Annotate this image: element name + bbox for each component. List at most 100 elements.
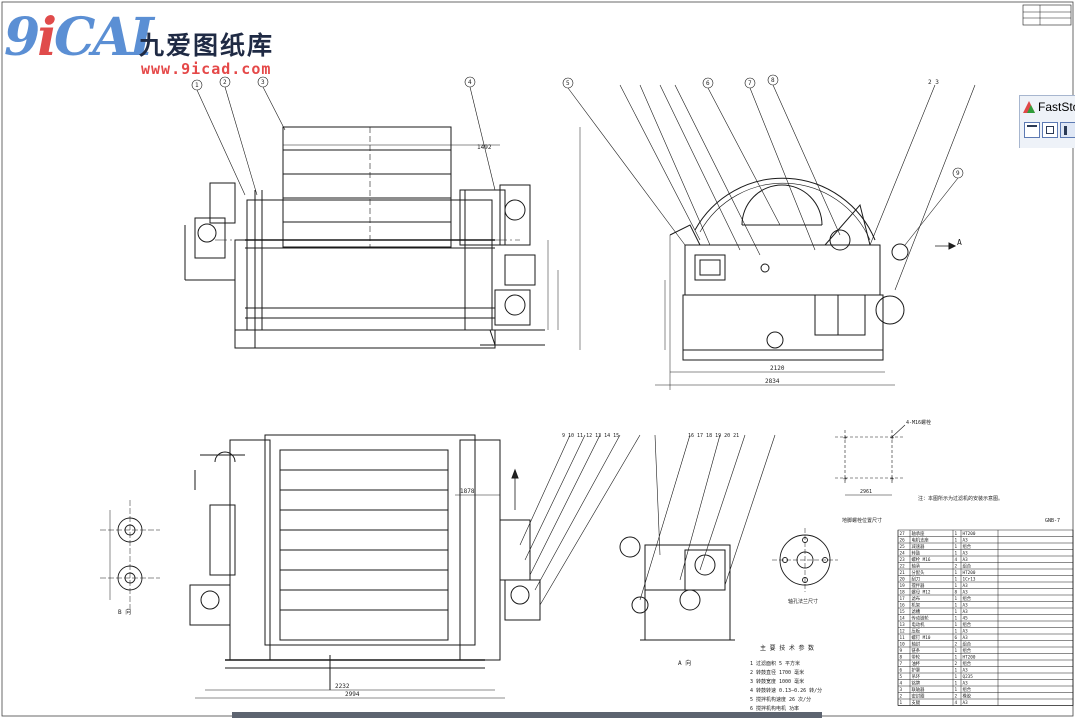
bom-cell: 1 xyxy=(955,687,958,693)
bom-cell: 1 xyxy=(955,648,958,654)
bom-cell: 12 xyxy=(900,629,906,635)
arrow-a-label: A xyxy=(957,238,962,247)
bom-cell: Q235 xyxy=(963,674,974,680)
bom-cell: 转鼓 xyxy=(912,550,921,557)
bom-cell: 带轮 xyxy=(912,654,921,661)
bom-cell: 滤槽 xyxy=(912,608,921,615)
bom-cell: 6 xyxy=(900,668,903,674)
anchor-note: 注：本图所示为过滤机的安装示意图。 xyxy=(918,495,1003,502)
bom-cell: 1 xyxy=(955,655,958,661)
bom-cell: 橡胶 xyxy=(963,693,972,700)
bom-cell: 油杯 xyxy=(912,660,921,667)
bom-cell: 1 xyxy=(955,674,958,680)
plan-motor xyxy=(189,584,231,626)
viewer-window[interactable]: FastSto xyxy=(1019,95,1075,148)
tech-param-line: 3 转鼓宽度 1000 毫米 xyxy=(750,678,804,685)
bom-cell: 27 xyxy=(900,531,906,537)
callout-9: 9 xyxy=(956,170,960,177)
bom-cell: 螺母 M12 xyxy=(912,589,931,596)
tech-param-line: 4 转鼓转速 0.13—0.26 转/分 xyxy=(750,687,822,694)
bom-cell: HT200 xyxy=(963,570,976,576)
bom-cell: 2 xyxy=(955,694,958,700)
bom-cell: 20 xyxy=(900,577,906,583)
bom-cell: 刮刀 xyxy=(912,576,921,583)
callout-6: 6 xyxy=(706,80,710,87)
bom-cell: A3 xyxy=(963,583,969,589)
bom-cell: 1 xyxy=(955,551,958,557)
svg-text:+: + xyxy=(890,434,894,442)
bom-cell: 26 xyxy=(900,538,906,544)
bom-cell: 14 xyxy=(900,616,906,622)
foundation-layout: + + + + xyxy=(835,424,906,496)
bom-cell: 1Cr13 xyxy=(963,577,976,583)
callouts-top-left xyxy=(191,76,496,196)
bom-cell: A3 xyxy=(963,700,969,706)
bom-cell: A3 xyxy=(963,668,969,674)
bom-cell: 5 xyxy=(900,674,903,680)
svg-text:+: + xyxy=(843,434,847,442)
bom-cell: 轴承座 xyxy=(912,530,926,537)
site-logo[interactable]: 9iCAI 九爱图纸库 www.9icad.com xyxy=(4,8,304,79)
tech-param-line: 5 搅拌机构速度 26 次/分 xyxy=(750,696,811,703)
bom-cell: 1 xyxy=(955,603,958,609)
bom-cell: 减速器 xyxy=(912,543,926,550)
bom-cell: 1 xyxy=(900,700,903,706)
bom-cell: 21 xyxy=(900,570,906,576)
bom-cell: 传动链轮 xyxy=(912,615,930,622)
tech-title: 主 要 技 术 参 数 xyxy=(760,644,814,652)
callout-4: 4 xyxy=(468,79,472,86)
callouts-top-right xyxy=(562,74,976,291)
bom-cell: 螺钉 M10 xyxy=(912,634,931,641)
callout-3: 3 xyxy=(261,79,265,86)
dim-top-right-outer: 2834 xyxy=(765,378,780,385)
bom-cell: 4 xyxy=(955,557,958,563)
bom-cell: 9 xyxy=(900,648,903,654)
tech-param-line: 2 转鼓直径 1700 毫米 xyxy=(750,669,804,676)
bom-cell: 15 xyxy=(900,609,906,615)
disc-label: 轴孔法兰尺寸 xyxy=(788,598,818,605)
anchor-spacing: 2961 xyxy=(860,489,872,495)
window-icon[interactable] xyxy=(1024,122,1040,138)
bom-cell: 1 xyxy=(955,544,958,550)
bom-cell: 1 xyxy=(955,616,958,622)
bom-cell: 1 xyxy=(955,538,958,544)
front-view xyxy=(184,126,581,350)
restore-icon[interactable] xyxy=(1042,122,1058,138)
bom-cell: 轴封 xyxy=(912,641,921,648)
bom-cell: 17 xyxy=(900,596,906,602)
grid-icon[interactable] xyxy=(1060,122,1075,138)
a-view xyxy=(619,536,735,641)
drum-arc xyxy=(694,177,876,241)
bom-cell: 组合 xyxy=(963,660,972,667)
callout-23: 2 3 xyxy=(928,79,939,86)
svg-text:+: + xyxy=(843,475,847,483)
tank xyxy=(246,199,493,331)
taskbar-strip xyxy=(232,712,822,718)
callout-7: 7 xyxy=(748,80,752,87)
tech-param-line: 1 过滤面积 5 平方米 xyxy=(750,660,800,667)
bom-cell: 链条 xyxy=(912,647,921,654)
bom-cell: 13 xyxy=(900,622,906,628)
callout-16-21: 16 17 18 19 20 21 xyxy=(688,433,739,439)
dim-bottom-inner: 2232 xyxy=(335,683,350,690)
bom-cell: 组合 xyxy=(963,686,972,693)
bom-cell: A3 xyxy=(963,551,969,557)
bom-cell: 10 xyxy=(900,642,906,648)
b-view xyxy=(100,500,160,610)
stamp-box xyxy=(1022,4,1072,26)
callout-8: 8 xyxy=(771,77,775,84)
bom-cell: 1 xyxy=(955,531,958,537)
bom-cell: 19 xyxy=(900,583,906,589)
bom-cell: 1 xyxy=(955,629,958,635)
bom-cell: 24 xyxy=(900,551,906,557)
bom-cell: 2 xyxy=(955,564,958,570)
bom-cell: 25 xyxy=(900,544,906,550)
bom-cell: 45 xyxy=(963,616,969,622)
bom-cell: 8 xyxy=(900,655,903,661)
drum-body xyxy=(282,126,452,248)
plan-view xyxy=(189,434,541,699)
bom-cell: A3 xyxy=(963,635,969,641)
